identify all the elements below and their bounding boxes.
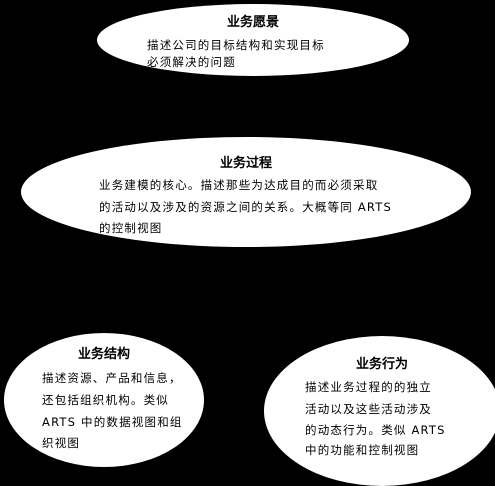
- business-vision-node: 业务愿景 描述公司的目标结构和实现目标 必须解决的问题: [97, 4, 409, 76]
- business-structure-desc-line-4: 织视图: [42, 436, 81, 450]
- business-process-node: 业务过程 业务建模的核心。描述那些为达成目的而必须采取 的活动以及涉及的资源之间…: [21, 137, 471, 247]
- business-structure-node: 业务结构 描述资源、产品和信息， 还包括组织机构。类似 ARTS 中的数据视图和…: [4, 333, 204, 467]
- business-behavior-desc-line-4: 中的功能和控制视图: [305, 443, 420, 457]
- business-process-title: 业务过程: [219, 156, 272, 171]
- business-process-desc-line-2: 的活动以及涉及的资源之间的关系。大概等同 ARTS: [99, 200, 392, 214]
- diagram-canvas: 业务愿景 描述公司的目标结构和实现目标 必须解决的问题 业务过程 业务建模的核心…: [4, 4, 495, 486]
- business-structure-title: 业务结构: [77, 347, 130, 362]
- business-structure-desc-line-3: ARTS 中的数据视图和组: [42, 415, 183, 429]
- business-behavior-desc-line-1: 描述业务过程的的独立: [305, 380, 432, 394]
- business-behavior-desc-line-3: 的动态行为。类似 ARTS: [305, 423, 446, 437]
- business-structure-desc-line-1: 描述资源、产品和信息，: [42, 371, 182, 385]
- business-process-desc-line-3: 的控制视图: [99, 221, 163, 235]
- business-vision-desc-line-1: 描述公司的目标结构和实现目标: [147, 38, 325, 52]
- business-behavior-title: 业务行为: [355, 357, 408, 372]
- business-vision-desc-line-2: 必须解决的问题: [147, 55, 236, 69]
- business-vision-title: 业务愿景: [226, 15, 279, 30]
- business-behavior-desc-line-2: 活动以及这些活动涉及: [305, 402, 432, 416]
- business-behavior-node: 业务行为 描述业务过程的的独立 活动以及这些活动涉及 的动态行为。类似 ARTS…: [264, 336, 495, 486]
- business-structure-desc-line-2: 还包括组织机构。类似: [42, 393, 169, 407]
- business-process-desc-line-1: 业务建模的核心。描述那些为达成目的而必须采取: [99, 178, 379, 192]
